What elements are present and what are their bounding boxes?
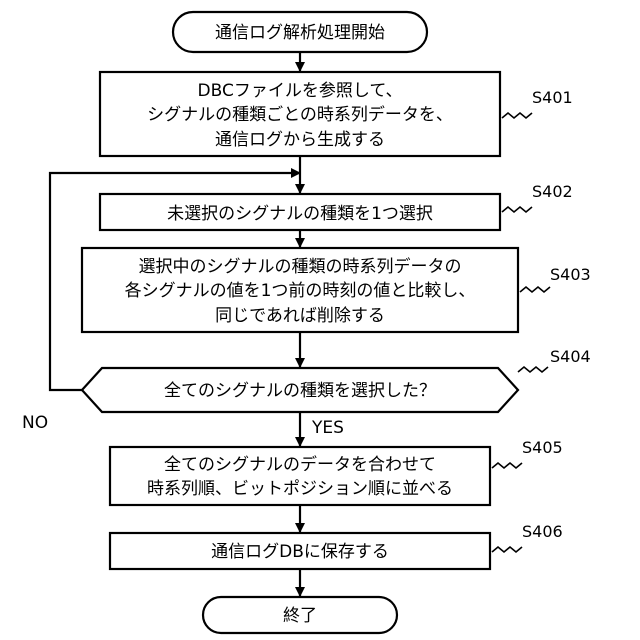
start-terminal-text: 通信ログ解析処理開始 [215,23,385,43]
process-s403-line-2: 各シグナルの値を1つ前の時刻の値と比較し、 [125,281,476,301]
process-s403-line-1: 選択中のシグナルの種類の時系列データの [139,256,462,277]
process-s405-line-1: 全てのシグナルのデータを合わせて [164,454,436,475]
branch-label-no: NO [22,413,48,433]
step-leader-s404 [518,367,548,372]
step-leader-s406 [492,547,522,552]
process-s402-text: 未選択のシグナルの種類を1つ選択 [167,204,433,224]
step-leader-s403 [520,287,550,292]
process-s401-line-3: 通信ログから生成する [215,130,385,150]
end-terminal-text: 終了 [283,606,317,626]
branch-label-yes: YES [311,418,344,438]
decision-s404-text: 全てのシグナルの種類を選択した？ [164,381,436,401]
process-s401-line-2: シグナルの種類ごとの時系列データを、 [147,104,453,125]
process-s401-line-1: DBCファイルを参照して、 [198,81,403,101]
step-label-s403: S403 [550,265,591,284]
process-s406-text: 通信ログDBに保存する [211,542,389,562]
step-label-s404: S404 [550,347,591,366]
process-s403-line-3: 同じであれば削除する [215,306,385,326]
step-label-s402: S402 [532,182,573,201]
step-label-s401: S401 [532,88,573,107]
step-leader-s402 [502,207,532,212]
step-label-s405: S405 [522,438,563,457]
step-label-s406: S406 [522,522,563,541]
process-s405-line-2: 時系列順、ビットポジション順に並べる [147,479,453,499]
step-leader-s401 [502,113,532,118]
step-leader-s405 [492,463,522,468]
